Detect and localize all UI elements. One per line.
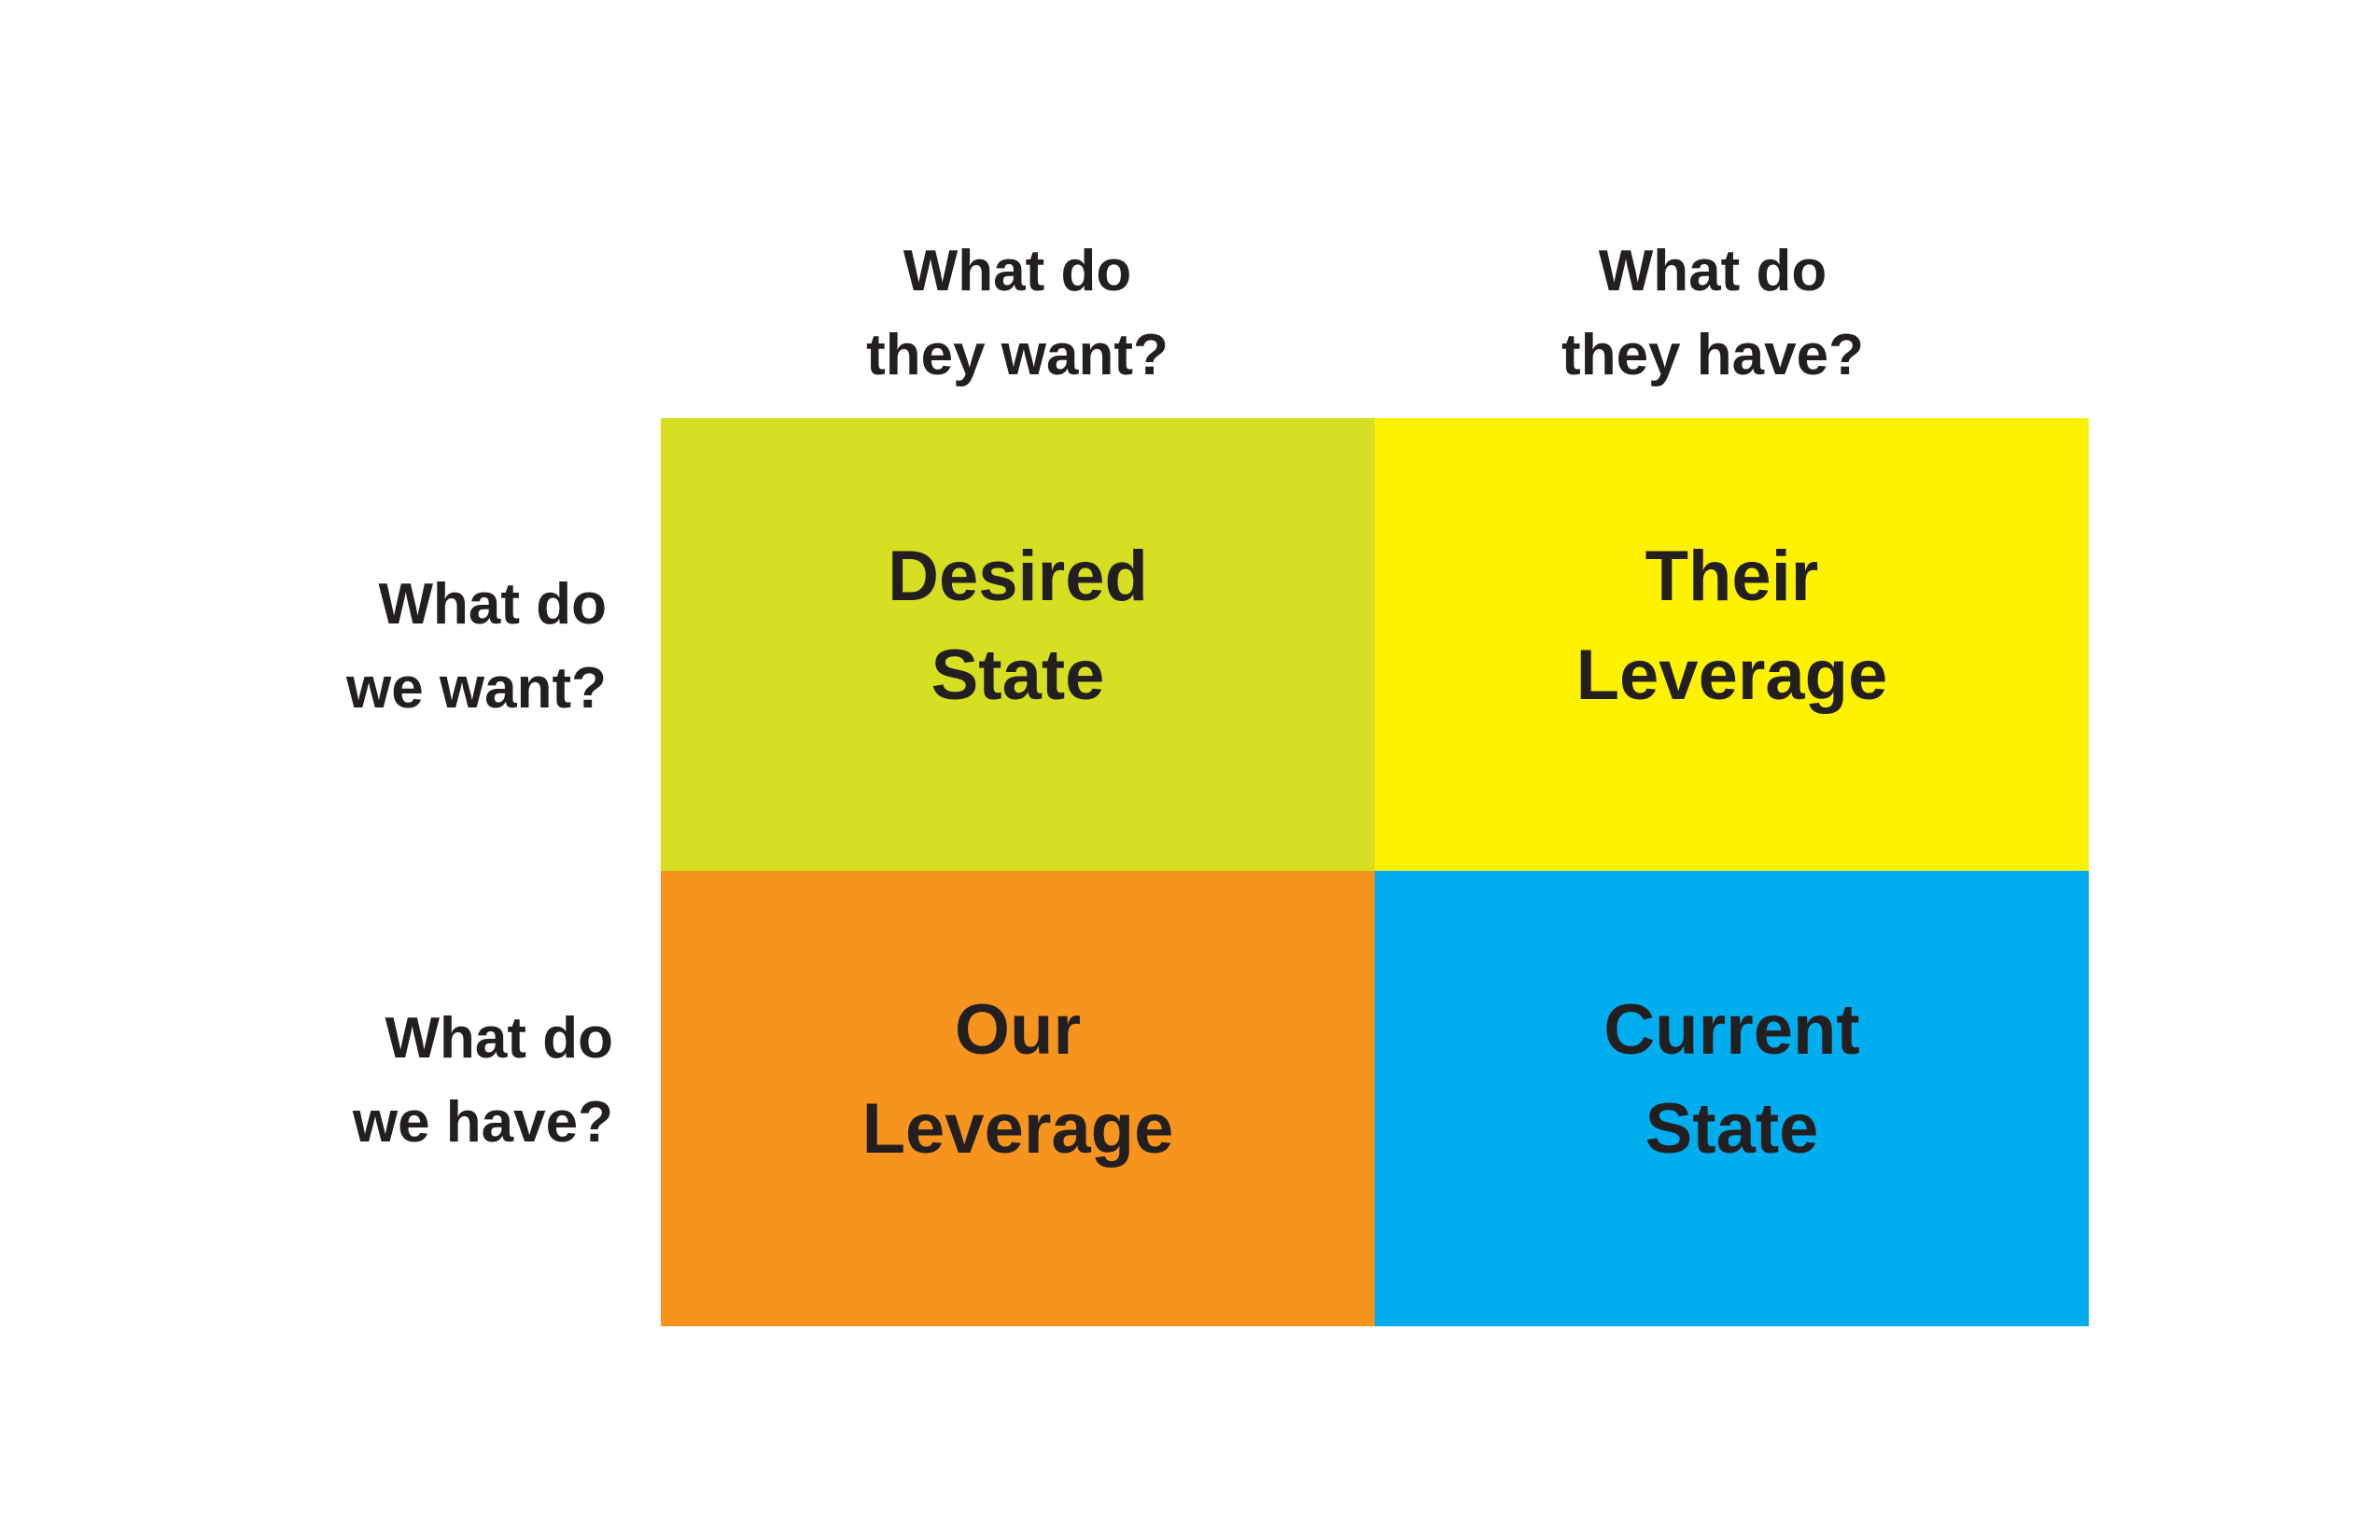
row-header-line: What do xyxy=(385,1006,614,1071)
cell-label-line: Leverage xyxy=(861,1089,1174,1169)
cell-desired-state: Desired State xyxy=(661,418,1375,871)
cell-label-line: Current xyxy=(1603,990,1860,1070)
row-header-we-have: What do we have? xyxy=(147,997,613,1165)
column-header-line: they have? xyxy=(1561,323,1864,387)
cell-label: Our Leverage xyxy=(862,981,1174,1179)
column-header-they-have: What do they have? xyxy=(1367,230,2058,398)
cell-label-line: State xyxy=(931,635,1105,715)
cell-label-line: Their xyxy=(1645,536,1819,616)
cell-label-line: Leverage xyxy=(1575,635,1888,715)
cell-label: Desired State xyxy=(888,527,1148,725)
row-header-line: we have? xyxy=(352,1090,613,1155)
cell-label: Their Leverage xyxy=(1576,527,1888,725)
column-header-line: What do xyxy=(903,239,1132,303)
cell-label: Current State xyxy=(1603,981,1859,1179)
cell-label-line: Desired xyxy=(888,536,1148,616)
cell-their-leverage: Their Leverage xyxy=(1375,418,2089,871)
cell-current-state: Current State xyxy=(1375,871,2089,1326)
row-header-line: What do xyxy=(378,572,608,637)
cell-our-leverage: Our Leverage xyxy=(661,871,1375,1326)
row-header-we-want: What do we want? xyxy=(140,563,607,731)
cell-label-line: State xyxy=(1645,1089,1819,1169)
column-header-line: What do xyxy=(1598,239,1827,303)
column-header-they-want: What do they want? xyxy=(672,230,1363,398)
column-header-line: they want? xyxy=(866,323,1169,387)
row-header-line: we want? xyxy=(345,656,607,721)
cell-label-line: Our xyxy=(954,990,1082,1070)
